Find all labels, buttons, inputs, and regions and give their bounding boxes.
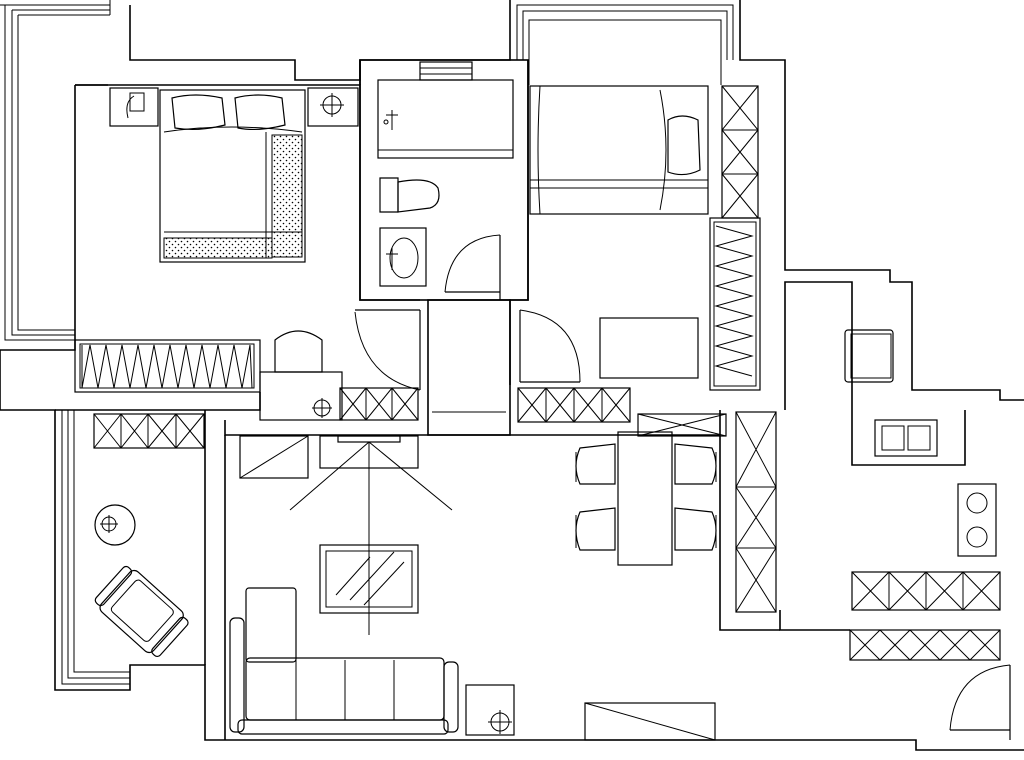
balcony-north-west (0, 0, 111, 341)
dining-table (617, 431, 673, 566)
bathroom-window (419, 61, 473, 81)
bedroom-wardrobe (709, 217, 761, 391)
shower (377, 79, 514, 159)
dining-area (575, 413, 727, 566)
side-table (465, 684, 515, 736)
pillow-left (171, 94, 226, 131)
armchair (94, 565, 189, 658)
desk-chair (274, 330, 323, 373)
master-door (354, 309, 421, 391)
coffee-table (319, 544, 419, 614)
pillow-right (234, 94, 286, 131)
balcony-north (516, 4, 734, 85)
kitchen-sink (874, 419, 938, 457)
sink-counter (379, 227, 427, 287)
bed-pillow (667, 115, 701, 176)
entry-bench (584, 702, 716, 741)
dining-header (637, 413, 727, 437)
shoe-cabinet (239, 435, 309, 479)
chaise (245, 587, 297, 663)
nightstand-right (307, 87, 359, 127)
refrigerator (844, 329, 894, 383)
dining-chair-3 (674, 443, 717, 485)
kitchen-tall-cabinet (735, 411, 777, 613)
entrance-door (949, 664, 1011, 740)
living-room (224, 435, 716, 741)
desk (599, 317, 699, 379)
sofa (229, 587, 459, 735)
single-bed (529, 85, 709, 215)
bedroom2-cabinet (517, 387, 631, 423)
bedroom-desk (259, 330, 343, 421)
sunroom (93, 410, 206, 665)
bedroom-cabinet-tall (721, 85, 759, 219)
nightstand-left (109, 87, 159, 127)
tv (337, 435, 401, 443)
corridor (224, 299, 720, 436)
sink (389, 237, 419, 279)
master-bed (159, 89, 306, 263)
sunroom-cabinet (93, 413, 205, 449)
toilet (397, 179, 440, 213)
master-cabinet (339, 387, 419, 421)
kitchen (719, 281, 1001, 661)
cooktop (957, 483, 997, 557)
second-bedroom-door (519, 309, 581, 383)
round-table (94, 504, 136, 546)
bathroom-door (444, 234, 501, 300)
dining-chair-2 (575, 507, 616, 551)
dining-chair-4 (674, 507, 717, 551)
second-bedroom (509, 60, 761, 391)
kitchen-lower-cabinet (849, 629, 1001, 661)
balcony-south-west (61, 410, 130, 685)
dining-chair-1 (575, 443, 616, 485)
bathroom (359, 59, 529, 301)
master-wardrobe (74, 339, 261, 393)
